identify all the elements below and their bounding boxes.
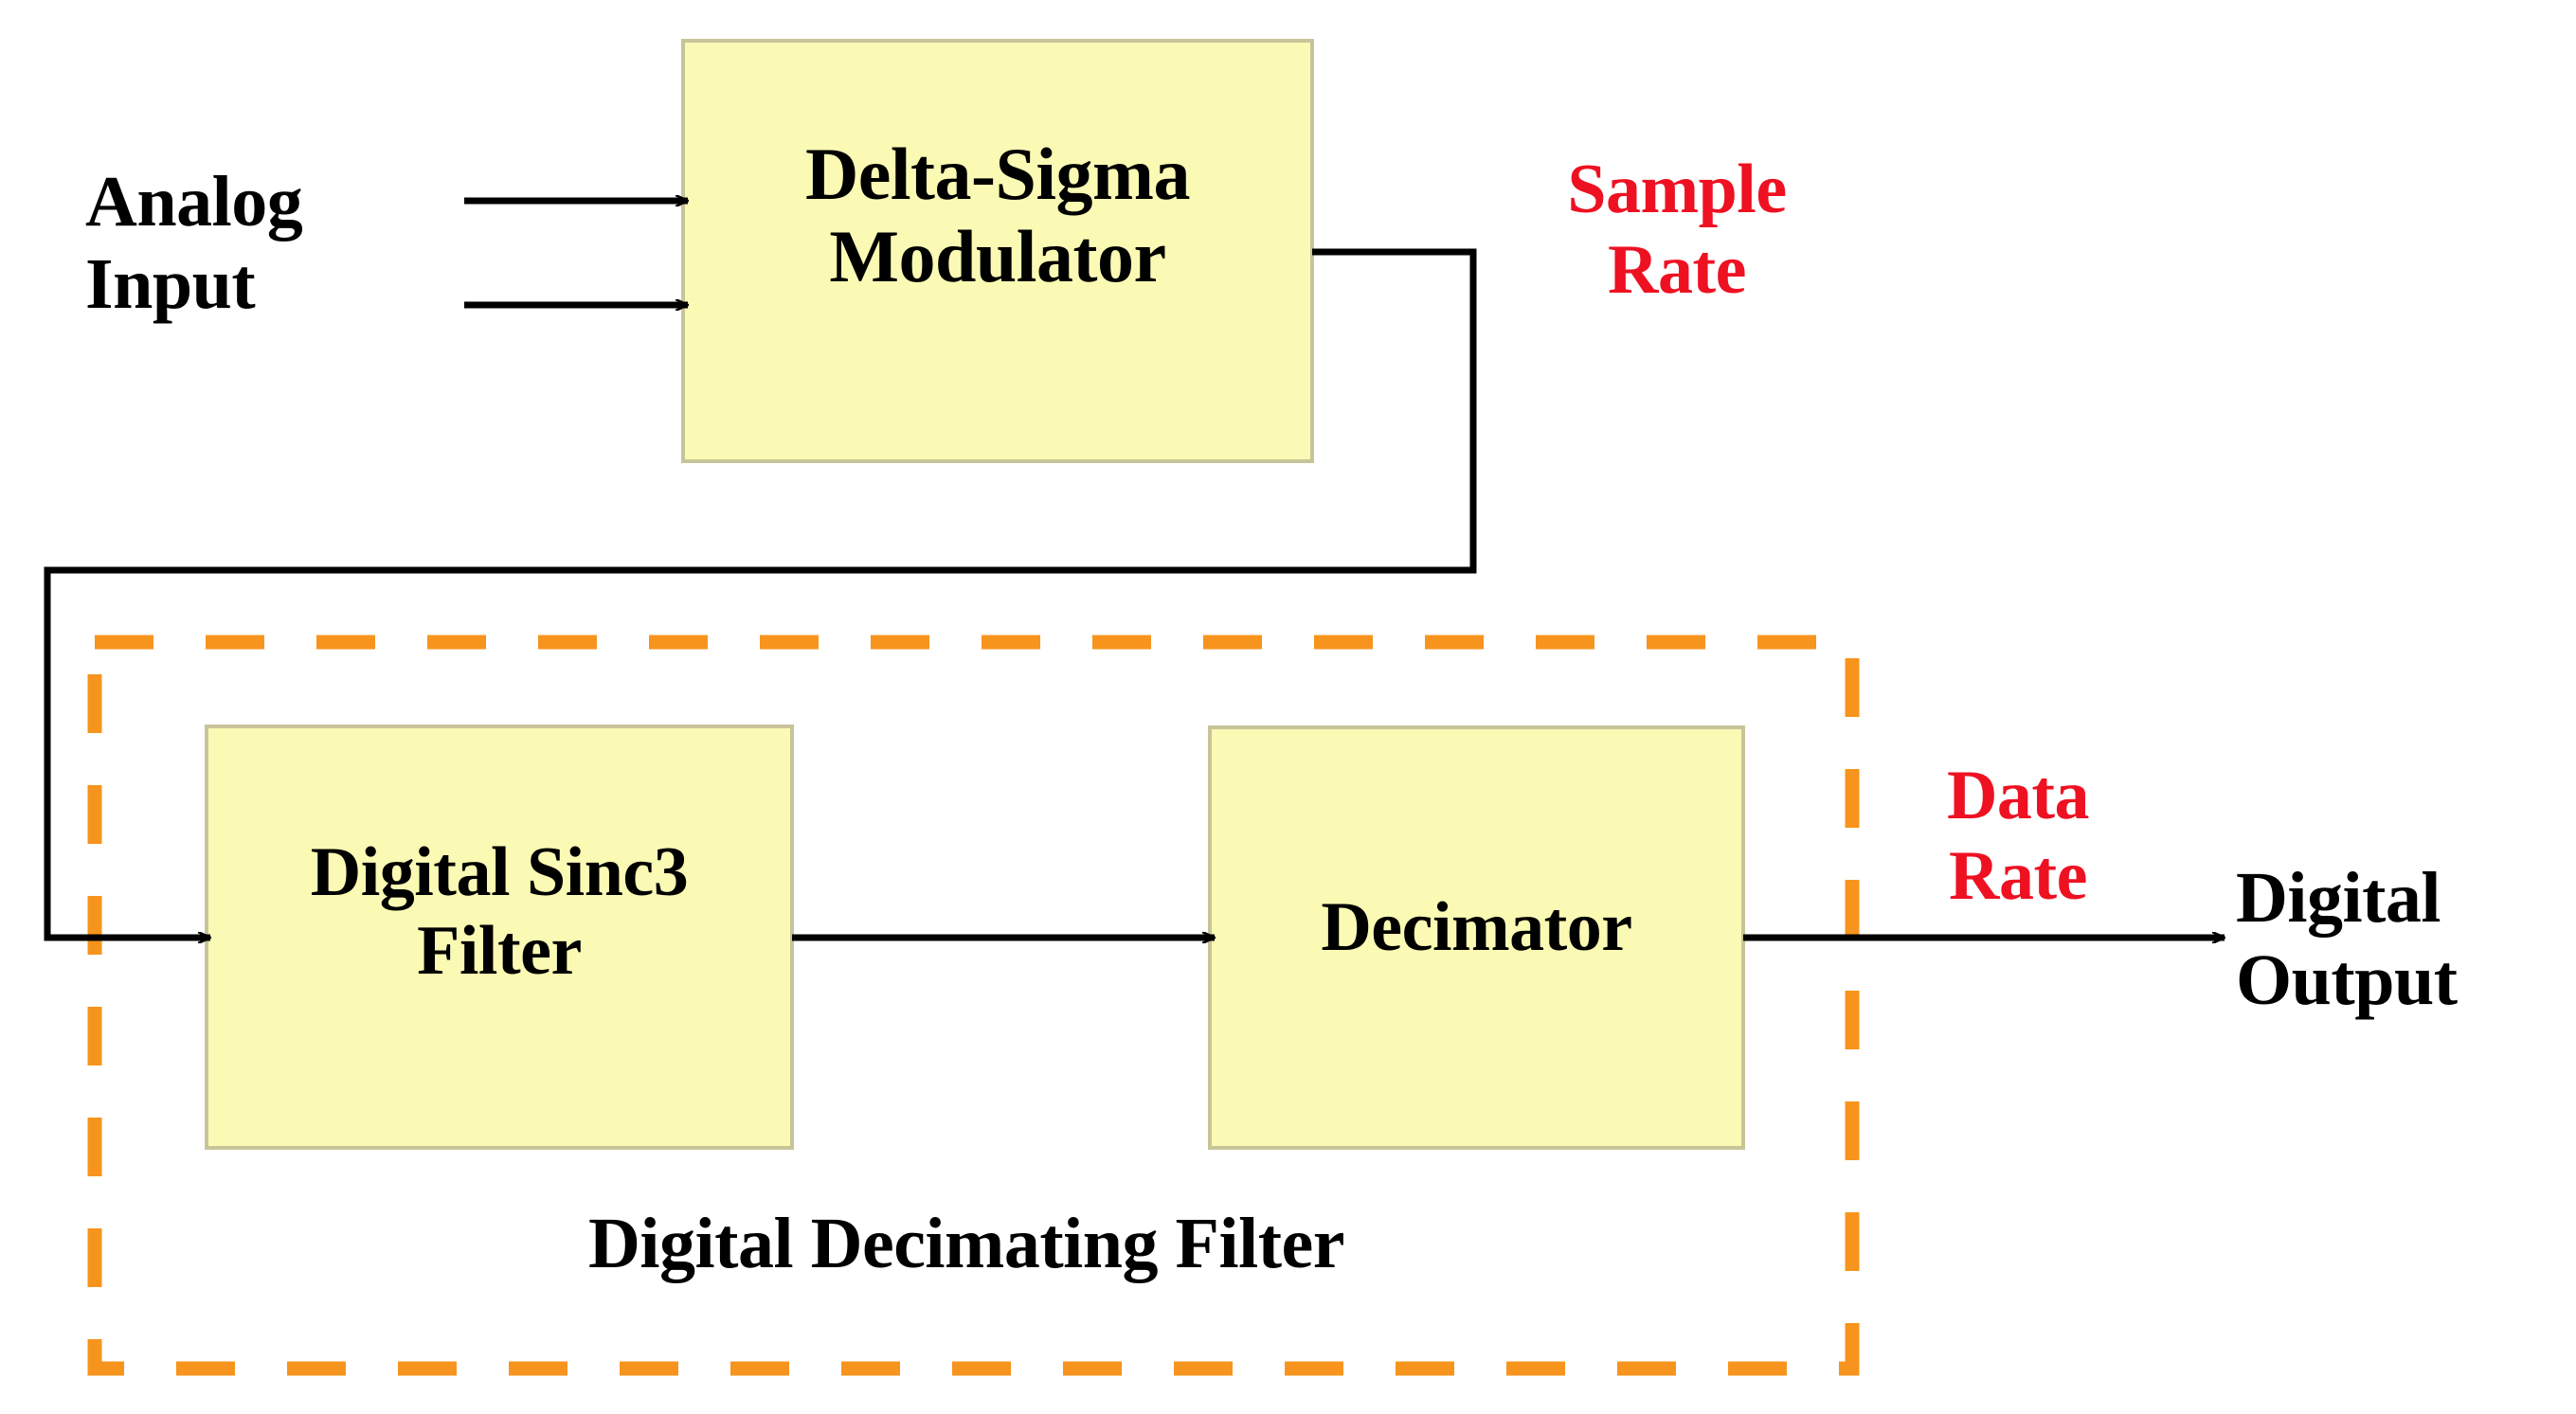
decimator-block: [1208, 725, 1745, 1150]
digital-decimating-filter-group-box: [87, 635, 1860, 1376]
analog-input-label: Analog Input: [85, 162, 303, 325]
digital-output-label: Digital Output: [2236, 858, 2458, 1021]
digital-decimating-filter-caption: Digital Decimating Filter: [588, 1204, 1344, 1283]
sample-rate-label: Sample Rate: [1567, 151, 1787, 310]
modulator-to-sinc3-connector: [44, 248, 1477, 938]
digital-sinc3-filter-block: [205, 725, 794, 1150]
data-rate-label: Data Rate: [1946, 757, 2090, 916]
delta-sigma-modulator-block: [681, 39, 1314, 463]
